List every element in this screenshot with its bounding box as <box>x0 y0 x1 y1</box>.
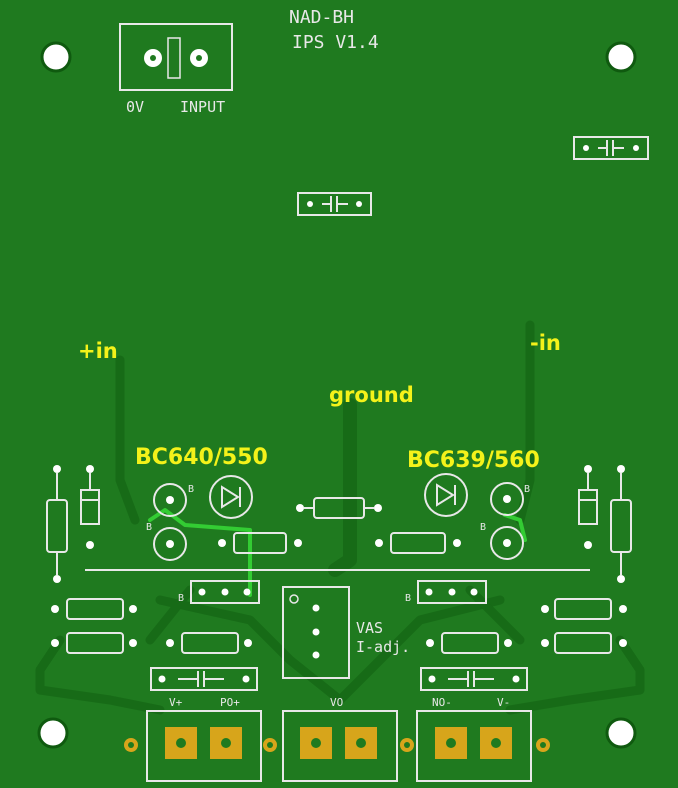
capacitor-bottom-left <box>150 667 258 691</box>
resistor-left-a <box>51 598 137 620</box>
input-signal-label: INPUT <box>180 98 225 116</box>
transistor-right-top: B <box>490 482 530 516</box>
transistor-left-top: B <box>153 483 194 517</box>
vminus-label: V- <box>497 696 510 709</box>
mounting-hole-top-left <box>40 41 72 73</box>
copper-traces <box>35 320 645 715</box>
resistor-left-c <box>166 632 252 654</box>
resistor-left-b <box>51 632 137 654</box>
transistor-right-bottom: B <box>480 522 524 560</box>
vo-label: VO <box>330 696 343 709</box>
ground-label: ground <box>329 383 414 407</box>
connector-power-left: V+ PO+ <box>124 696 277 782</box>
mounting-hole-top-right <box>605 41 637 73</box>
vas-adj-label: I-adj. <box>356 638 410 656</box>
highlighted-traces <box>148 508 527 597</box>
board-version: IPS V1.4 <box>292 32 379 53</box>
plus-in-label: +in <box>78 339 118 363</box>
header-right: B <box>405 580 487 604</box>
input-connector: 0V INPUT <box>119 23 233 116</box>
resistor-left-mid <box>218 532 302 554</box>
header-left: B <box>178 580 260 604</box>
right-resistor-vertical <box>610 465 632 583</box>
mounting-hole-bottom-left <box>37 717 69 749</box>
resistor-right-a <box>541 598 627 620</box>
transistor-left-bottom: B <box>146 522 187 561</box>
left-resistor-vertical <box>46 465 68 583</box>
left-pair-label: BC640/550 <box>135 445 268 470</box>
resistor-center-top <box>296 497 382 519</box>
connector-output: VO <box>282 696 414 782</box>
vplus-label: V+ <box>169 696 183 709</box>
vas-label: VAS <box>356 619 383 637</box>
mounting-holes <box>37 41 637 749</box>
svg-text:B: B <box>146 522 152 533</box>
resistor-right-b <box>541 632 627 654</box>
svg-text:B: B <box>480 522 486 533</box>
resistor-right-mid <box>375 532 461 554</box>
mounting-hole-bottom-right <box>605 717 637 749</box>
capacitor-top-right <box>573 136 649 160</box>
capacitor-bottom-right <box>420 667 528 691</box>
minus-in-label: -in <box>530 331 561 355</box>
svg-text:B: B <box>405 593 411 604</box>
svg-text:B: B <box>524 484 530 495</box>
poplus-label: PO+ <box>220 696 240 709</box>
right-pair-label: BC639/560 <box>407 448 540 473</box>
capacitor-top-center <box>297 192 372 216</box>
svg-text:B: B <box>188 484 194 495</box>
left-diode <box>80 465 100 549</box>
board-title: NAD-BH <box>289 7 354 28</box>
led-left <box>209 475 253 519</box>
led-right <box>424 473 468 517</box>
resistor-right-c <box>426 632 512 654</box>
svg-text:B: B <box>178 593 184 604</box>
input-ground-label: 0V <box>126 98 144 116</box>
connector-power-right: NO- V- <box>416 696 550 782</box>
nominus-label: NO- <box>432 696 452 709</box>
vas-trimmer: VAS I-adj. <box>282 586 410 679</box>
right-diode <box>578 465 598 549</box>
